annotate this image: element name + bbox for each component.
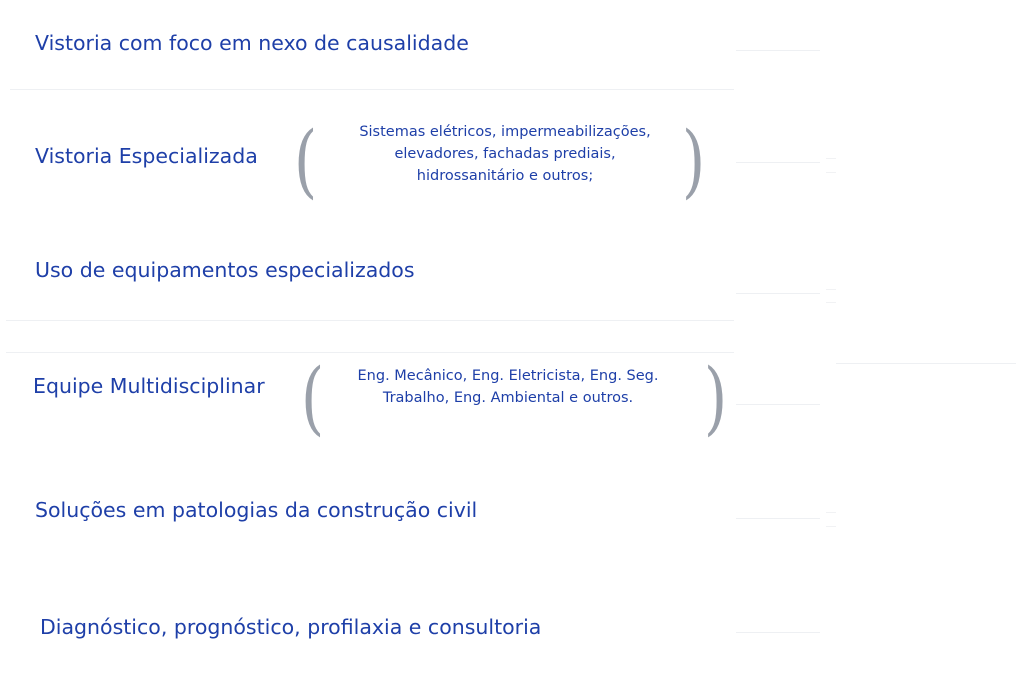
divider bbox=[736, 162, 820, 163]
service-item-diagnostico: Diagnóstico, prognóstico, profilaxia e c… bbox=[40, 615, 542, 639]
open-parenthesis-icon: ( bbox=[300, 351, 325, 444]
divider-tick bbox=[826, 158, 836, 159]
divider-tick bbox=[826, 526, 836, 527]
close-parenthesis-icon: ) bbox=[681, 114, 706, 207]
open-parenthesis-icon: ( bbox=[293, 114, 318, 207]
close-parenthesis-icon: ) bbox=[703, 351, 728, 444]
service-detail-equipe: Eng. Mecânico, Eng. Eletricista, Eng. Se… bbox=[322, 365, 694, 409]
detail-line: Trabalho, Eng. Ambiental e outros. bbox=[382, 390, 634, 406]
divider bbox=[736, 404, 820, 405]
divider bbox=[10, 89, 734, 90]
divider bbox=[836, 363, 1016, 364]
divider-tick bbox=[826, 172, 836, 173]
service-detail-especializada: Sistemas elétricos, impermeabilizações, … bbox=[320, 121, 690, 187]
service-item-vistoria-especializada: Vistoria Especializada bbox=[35, 144, 258, 168]
divider-tick bbox=[826, 302, 836, 303]
divider-tick bbox=[826, 512, 836, 513]
detail-line: hidrossanitário e outros; bbox=[416, 168, 594, 184]
detail-line: elevadores, fachadas prediais, bbox=[394, 146, 616, 162]
service-item-patologias: Soluções em patologias da construção civ… bbox=[35, 498, 478, 522]
divider bbox=[6, 352, 734, 353]
service-item-equipamentos: Uso de equipamentos especializados bbox=[35, 258, 415, 282]
detail-line: Eng. Mecânico, Eng. Eletricista, Eng. Se… bbox=[357, 368, 659, 384]
service-item-equipe-multidisciplinar: Equipe Multidisciplinar bbox=[33, 374, 265, 398]
divider bbox=[736, 50, 820, 51]
divider bbox=[736, 293, 820, 294]
divider bbox=[736, 632, 820, 633]
divider bbox=[6, 320, 734, 321]
service-item-vistoria-nexo: Vistoria com foco em nexo de causalidade bbox=[35, 31, 469, 55]
divider-tick bbox=[826, 289, 836, 290]
detail-line: Sistemas elétricos, impermeabilizações, bbox=[359, 124, 651, 140]
divider bbox=[736, 518, 820, 519]
